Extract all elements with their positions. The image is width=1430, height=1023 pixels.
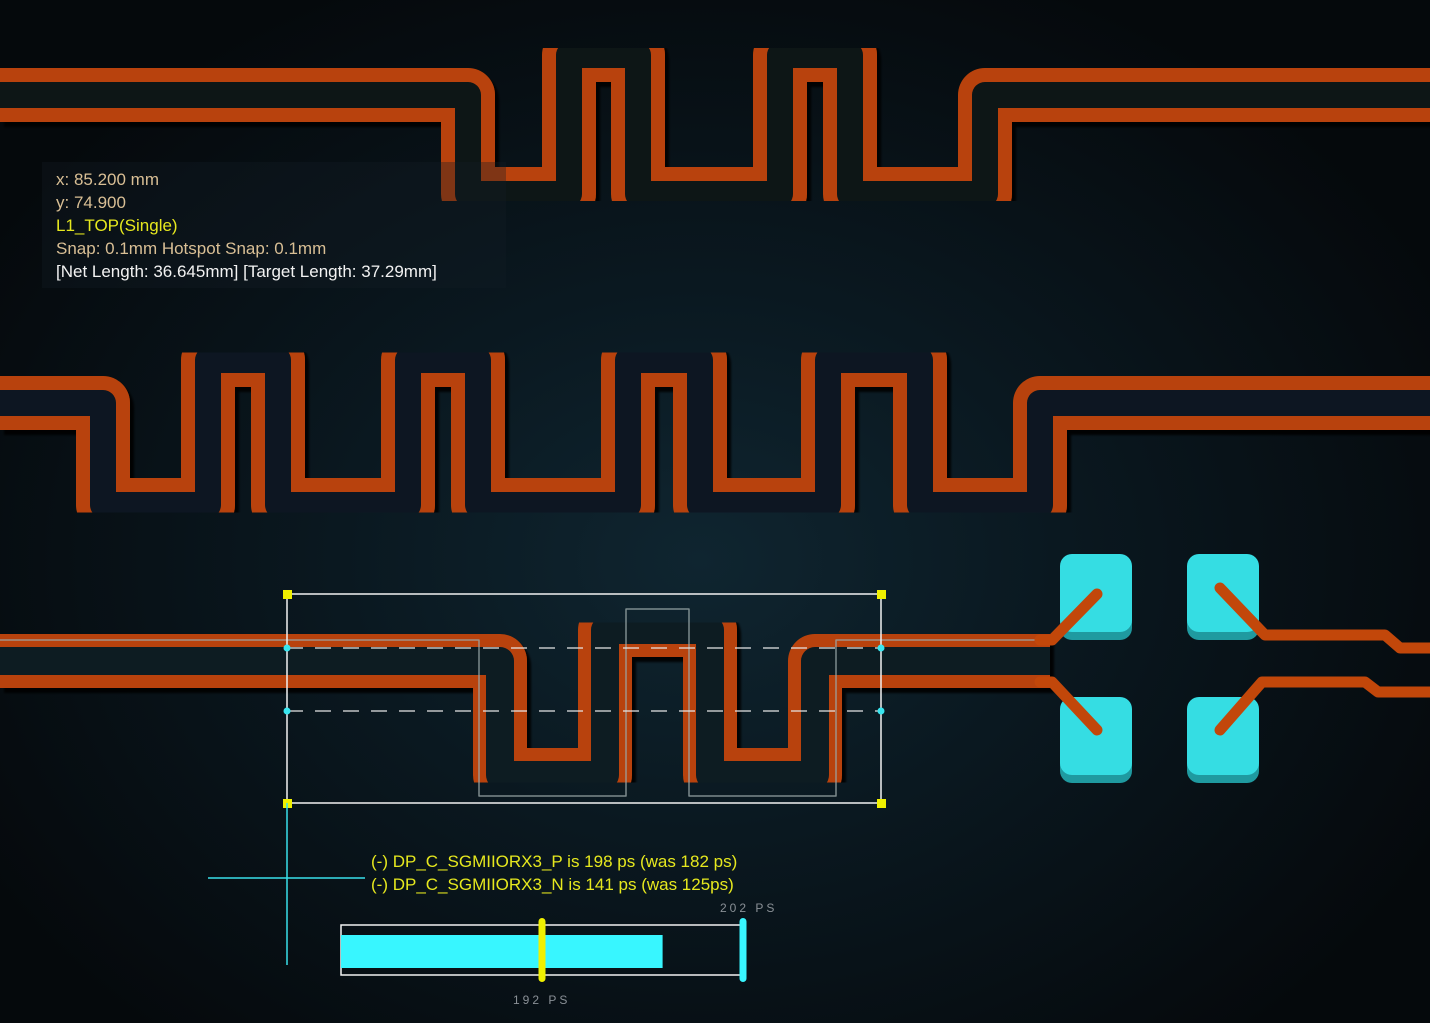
meter-max-marker (739, 918, 747, 982)
cursor-y: y: 74.900 (56, 193, 126, 212)
cursor-x: x: 85.200 mm (56, 170, 159, 189)
resize-handle[interactable] (877, 590, 886, 599)
resize-handle[interactable] (283, 590, 292, 599)
guide-point[interactable] (283, 707, 291, 715)
snap-settings: Snap: 0.1mm Hotspot Snap: 0.1mm (56, 239, 327, 258)
trace-pair-middle[interactable] (0, 333, 1430, 532)
meter-fill (341, 935, 663, 968)
meter-marker-label: 192 PS (513, 993, 571, 1007)
fanout-traces[interactable] (1034, 582, 1430, 736)
message-p: (-) DP_C_SGMIIORX3_P is 198 ps (was 182 … (371, 852, 738, 871)
trace-pair-top[interactable] (0, 28, 1430, 221)
guide-point[interactable] (877, 644, 885, 652)
pad[interactable] (1187, 697, 1259, 783)
trace-selected-highlight (0, 608, 1050, 797)
meter-target-marker (538, 918, 546, 982)
delay-meter (340, 918, 747, 982)
tuning-messages: (-) DP_C_SGMIIORX3_P is 198 ps (was 182 … (371, 850, 737, 896)
pads (1060, 554, 1259, 783)
active-layer: L1_TOP(Single) (56, 216, 178, 235)
trace-pair-selected[interactable] (0, 603, 1050, 802)
guide-point[interactable] (283, 644, 291, 652)
crosshair-cursor (208, 803, 365, 965)
resize-handle[interactable] (877, 799, 886, 808)
length-readout: [Net Length: 36.645mm] [Target Length: 3… (56, 262, 437, 281)
meter-max-label: 202 PS (720, 901, 778, 915)
message-n: (-) DP_C_SGMIIORX3_N is 141 ps (was 125p… (371, 875, 734, 894)
cursor-info-panel: x: 85.200 mm y: 74.900 L1_TOP(Single) Sn… (42, 162, 506, 288)
selection-box[interactable] (283, 590, 886, 808)
guide-point[interactable] (877, 707, 885, 715)
